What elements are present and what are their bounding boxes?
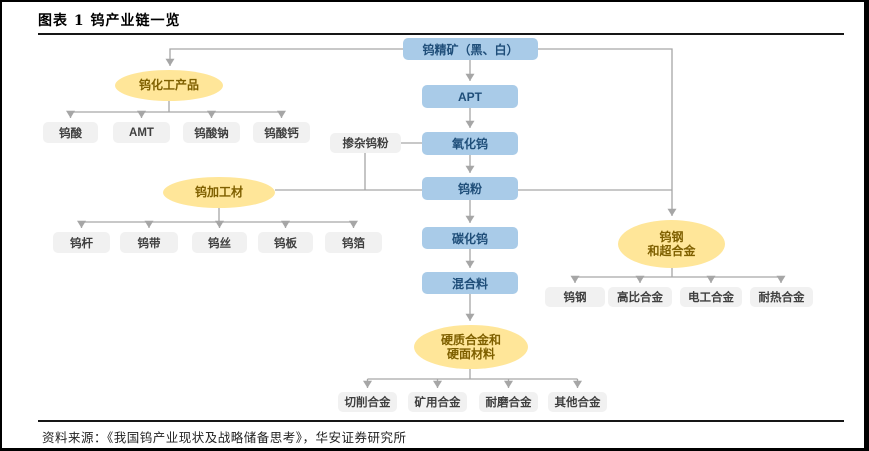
- ellipse-cemented-carbide-hardfacing: 硬质合金和 硬面材料: [414, 325, 528, 369]
- footer-divider: [38, 420, 844, 422]
- node-tungsten-foil: 钨箔: [325, 232, 382, 253]
- ellipse-label-line1: 钨钢: [659, 229, 684, 244]
- node-tungsten-wire: 钨丝: [192, 232, 247, 253]
- figure-title: 图表 1 钨产业链一览: [38, 13, 181, 29]
- node-tungsten-plate: 钨板: [258, 232, 313, 253]
- node-electrical-alloy: 电工合金: [680, 287, 742, 307]
- node-amt: AMT: [113, 122, 170, 143]
- source-note: 资料来源：《我国钨产业现状及战略储备思考》，华安证券研究所: [42, 430, 407, 445]
- node-mixture: 混合料: [422, 272, 518, 294]
- ellipse-tungsten-chemical-products: 钨化工产品: [115, 70, 223, 101]
- node-wear-resistant-alloy: 耐磨合金: [479, 392, 538, 412]
- node-calcium-tungstate: 钨酸钙: [253, 122, 310, 143]
- ellipse-label-line2: 和超合金: [647, 244, 696, 258]
- ellipse-label-line2: 硬面材料: [446, 347, 495, 361]
- node-tungsten-powder: 钨粉: [422, 177, 518, 200]
- node-doped-tungsten-powder: 掺杂钨粉: [330, 133, 401, 153]
- node-sodium-tungstate: 钨酸钠: [183, 122, 240, 143]
- ellipse-tungsten-steel-superalloy: 钨钢 和超合金: [618, 220, 725, 268]
- ellipse-tungsten-processed-materials: 钨加工材: [163, 177, 275, 208]
- node-apt: APT: [422, 85, 518, 108]
- node-other-alloy: 其他合金: [548, 392, 607, 412]
- title-divider: [38, 33, 844, 35]
- node-high-density-alloy: 高比合金: [608, 287, 672, 307]
- node-tungsten-concentrate: 钨精矿（黑、白）: [403, 38, 538, 60]
- node-tungsten-steel: 钨钢: [545, 287, 605, 307]
- node-mining-alloy: 矿用合金: [408, 392, 467, 412]
- node-tungsten-rod: 钨杆: [53, 232, 110, 253]
- node-tungsten-carbide: 碳化钨: [422, 227, 518, 249]
- node-tungstic-acid: 钨酸: [43, 122, 98, 143]
- ellipse-label-line1: 硬质合金和: [440, 332, 501, 347]
- node-cutting-alloy: 切削合金: [338, 392, 397, 412]
- node-tungsten-strip: 钨带: [120, 232, 178, 253]
- node-heat-resistant-alloy: 耐热合金: [750, 287, 813, 307]
- node-tungsten-oxide: 氧化钨: [422, 132, 518, 155]
